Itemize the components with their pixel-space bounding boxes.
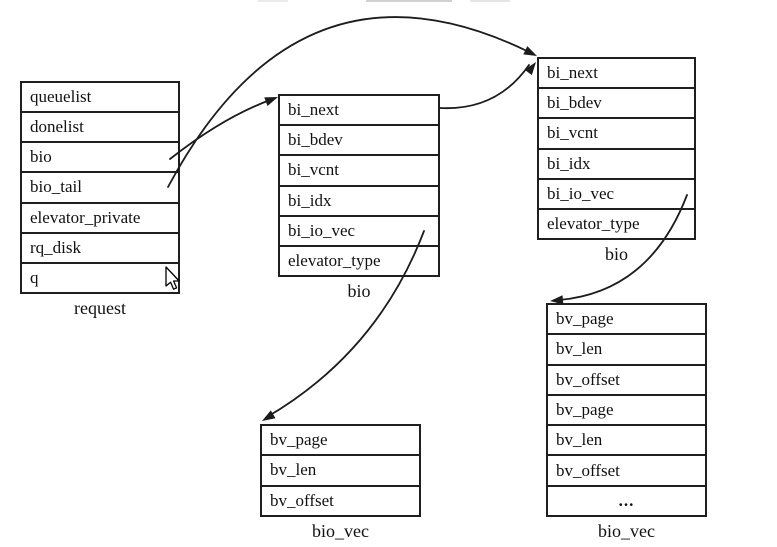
field-row: bi_bdev <box>539 89 694 120</box>
arrow-request-bio-to-bio1 <box>169 99 271 160</box>
field-row: bi_io_vec <box>539 180 694 210</box>
field-row: bi_idx <box>539 150 694 180</box>
field-row: bv_offset <box>270 490 334 510</box>
field-row: bv_page <box>262 426 419 457</box>
field-row: q <box>30 267 39 287</box>
field-row: bi_next <box>539 59 694 90</box>
field-row: bi_bdev <box>280 126 438 157</box>
field-row: bi_idx <box>280 187 438 217</box>
field-row: elevator_type <box>547 213 640 233</box>
top-edge-artifact <box>258 0 510 2</box>
field-row: bv_len <box>548 426 705 457</box>
field-row: bv_len <box>548 335 705 366</box>
field-row: donelist <box>22 113 178 144</box>
struct-label-bio-vec-1: bio_vec <box>312 521 369 541</box>
field-row: bv_offset <box>548 456 705 487</box>
arrowhead <box>262 410 276 421</box>
field-row: bv_page <box>548 396 705 427</box>
struct-label-bio-1: bio <box>347 281 371 301</box>
field-row: ... <box>618 490 635 510</box>
field-row: bi_io_vec <box>280 217 438 247</box>
arrow-bio1-binext-to-bio2 <box>439 64 530 110</box>
field-row: bi_vcnt <box>280 156 438 187</box>
struct-label-bio-vec-2: bio_vec <box>598 521 655 541</box>
field-row: bi_next <box>280 96 438 127</box>
field-row: elevator_type <box>288 250 381 270</box>
struct-label-request: request <box>74 298 126 318</box>
field-row: bv_page <box>548 305 705 336</box>
field-row: bi_vcnt <box>539 119 694 150</box>
field-row: bv_offset <box>548 366 705 396</box>
field-row: bio <box>22 143 178 174</box>
struct-label-bio-2: bio <box>604 244 628 264</box>
field-row: rq_disk <box>22 234 178 264</box>
field-row: bv_len <box>262 456 419 487</box>
field-row: bio_tail <box>22 173 178 204</box>
field-row: elevator_private <box>22 204 178 234</box>
field-row: queuelist <box>22 83 178 114</box>
